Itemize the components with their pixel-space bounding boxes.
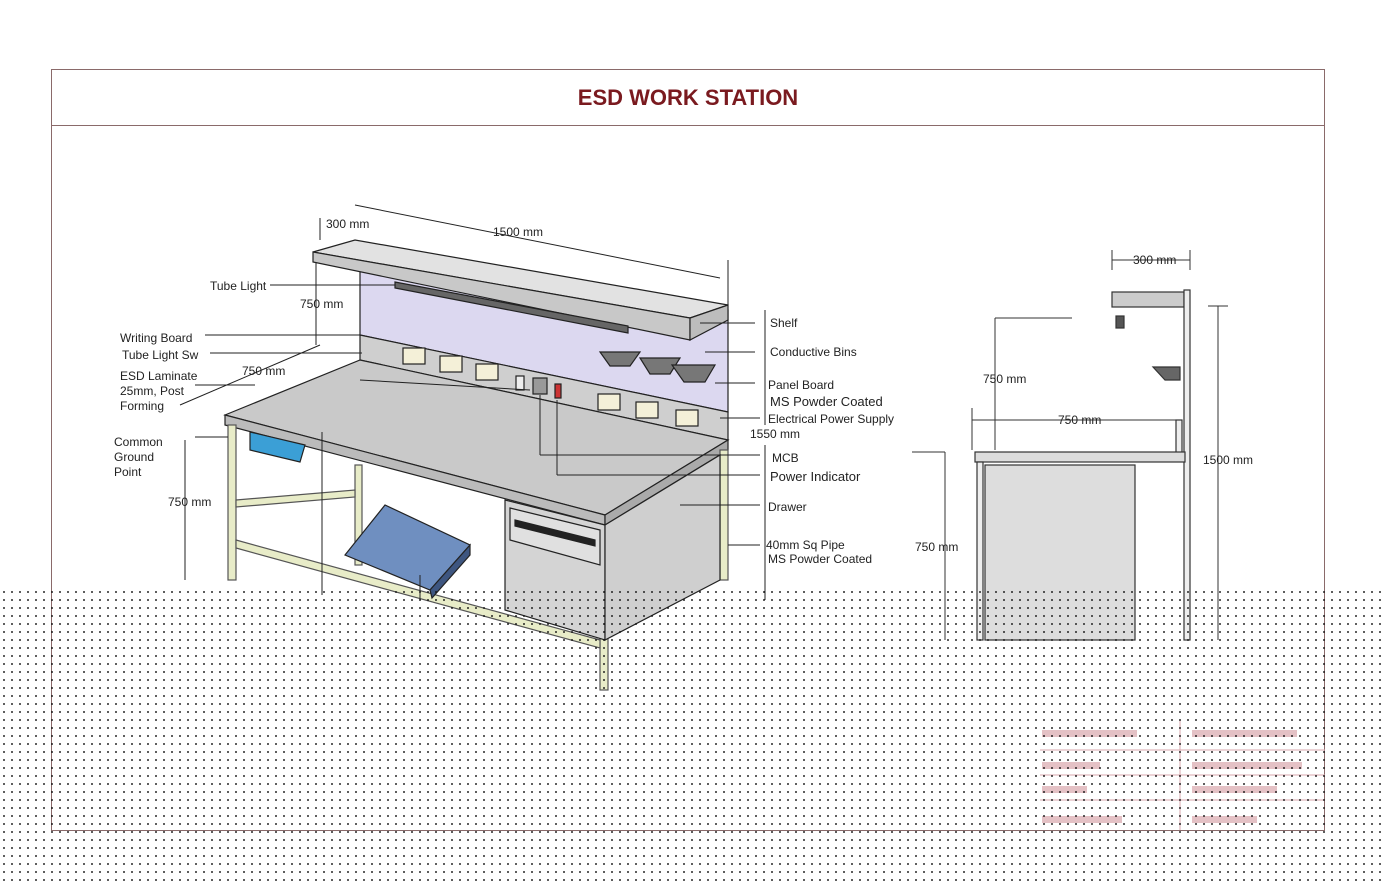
label-panel-board: Panel Board xyxy=(768,378,834,392)
label-writing-board: Writing Board xyxy=(120,331,192,345)
drawing-title: ESD WORK STATION xyxy=(577,84,799,110)
dim-shelf-height: 750 mm xyxy=(300,297,343,311)
side-view: 300 mm 750 mm 750 mm 1500 mm 750 mm xyxy=(912,250,1253,641)
side-dim-table-height: 750 mm xyxy=(915,540,958,554)
title-block-obscured-text xyxy=(1192,730,1297,737)
dim-depth: 750 mm xyxy=(242,364,285,378)
sockets xyxy=(402,347,699,427)
side-shelf xyxy=(1111,291,1185,308)
dim-width: 1500 mm xyxy=(493,225,543,239)
label-conductive-bins: Conductive Bins xyxy=(770,345,857,359)
common-ground-point xyxy=(249,431,306,463)
title-block-obscured-text xyxy=(1042,816,1122,823)
label-shelf: Shelf xyxy=(770,316,798,330)
front-view-labels: 300 mm 1500 mm 750 mm 750 mm 750 mm 1550… xyxy=(114,217,894,566)
label-ms-powder-coated-2: MS Powder Coated xyxy=(768,552,872,566)
label-sq-pipe: 40mm Sq Pipe xyxy=(766,538,845,552)
label-mcb: MCB xyxy=(772,451,799,465)
side-dim-shelf-height: 750 mm xyxy=(983,372,1026,386)
front-view: 300 mm 1500 mm 750 mm 750 mm 750 mm 1550… xyxy=(114,204,894,691)
side-dim-depth: 750 mm xyxy=(1058,413,1101,427)
side-upright xyxy=(1183,289,1191,641)
label-ms-powder-coated-1: MS Powder Coated xyxy=(770,394,883,409)
dim-total-height: 1550 mm xyxy=(750,427,800,441)
side-dim-total-height: 1500 mm xyxy=(1203,453,1253,467)
title-block-obscured-text xyxy=(1192,816,1257,823)
side-dim-shelf-depth: 300 mm xyxy=(1133,253,1176,267)
title-block-obscured-text xyxy=(1042,762,1100,769)
title-block-obscured-text xyxy=(1042,730,1137,737)
side-bin xyxy=(1151,366,1181,381)
title-bar: ESD WORK STATION xyxy=(52,70,1324,126)
conductive-bins xyxy=(598,351,717,383)
dim-table-height: 750 mm xyxy=(168,495,211,509)
dim-shelf-depth: 300 mm xyxy=(326,217,369,231)
label-tube-light: Tube Light xyxy=(210,279,267,293)
title-block-obscured-text xyxy=(1192,786,1277,793)
side-tabletop xyxy=(974,451,1186,463)
side-cabinet xyxy=(984,464,1136,641)
leader-lines xyxy=(179,204,766,600)
title-block-obscured-text xyxy=(1192,762,1302,769)
label-drawer: Drawer xyxy=(768,500,807,514)
label-tube-light-switch: Tube Light Sw xyxy=(122,348,199,362)
label-electrical-power-supply: Electrical Power Supply xyxy=(768,412,894,426)
title-block-obscured-text xyxy=(1042,786,1087,793)
tube-light xyxy=(394,281,629,334)
label-power-indicator: Power Indicator xyxy=(770,469,861,484)
